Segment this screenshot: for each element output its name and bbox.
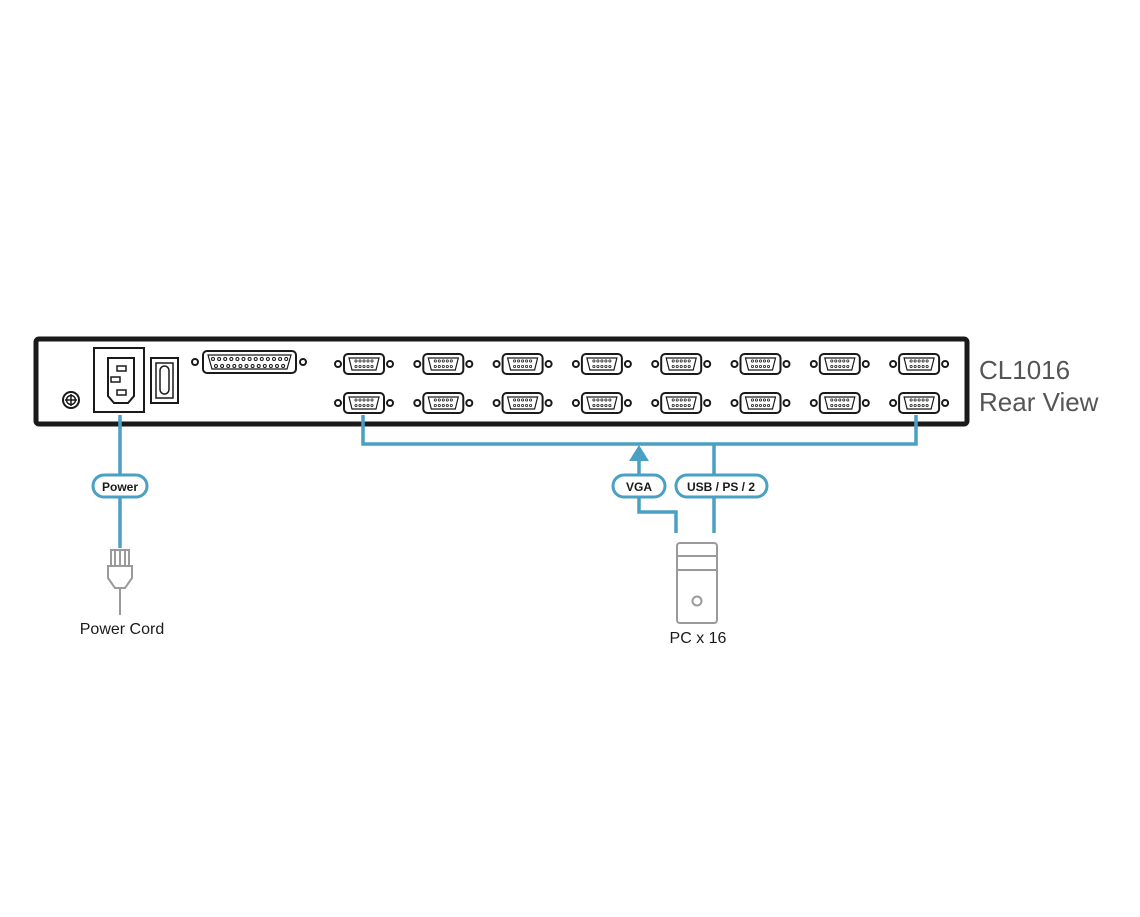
usb-ps2-tag: USB / PS / 2	[674, 473, 769, 499]
kvm-port	[889, 392, 950, 414]
power-tag: Power	[91, 473, 149, 499]
power-socket-icon	[93, 347, 145, 413]
cables	[118, 415, 918, 548]
vga-tag: VGA	[611, 473, 667, 499]
power-tag-label: Power	[102, 480, 138, 494]
kvm-port	[571, 353, 632, 375]
pc-tower-icon	[676, 542, 718, 624]
kvm-port	[492, 353, 553, 375]
view-title: Rear View	[979, 387, 1099, 417]
kvm-port	[889, 353, 950, 375]
kvm-port	[809, 392, 870, 414]
power-cord-label: Power Cord	[80, 621, 164, 638]
ground-screw-icon	[62, 391, 80, 409]
kvm-port	[492, 392, 553, 414]
arrow-up-icon	[629, 445, 649, 461]
kvm-port	[413, 353, 474, 375]
kvm-port	[730, 353, 791, 375]
bus-cable	[361, 415, 918, 446]
kvm-port	[334, 353, 394, 375]
kvm-port	[651, 392, 712, 414]
kvm-port	[809, 353, 870, 375]
power-plug-icon	[107, 549, 133, 615]
kvm-port	[334, 392, 394, 414]
vga-tag-label: VGA	[626, 480, 652, 494]
power-switch-icon[interactable]	[150, 357, 179, 404]
model-title: CL1016	[979, 355, 1070, 385]
kvm-port	[571, 392, 632, 414]
db25-console-port-icon	[191, 350, 307, 374]
usb-ps2-tag-label: USB / PS / 2	[687, 480, 755, 494]
kvm-port-grid	[334, 353, 950, 414]
kvm-port	[730, 392, 791, 414]
vga-cable-lower	[637, 497, 678, 533]
pc-label: PC x 16	[670, 630, 727, 647]
kvm-port	[651, 353, 712, 375]
kvm-port	[413, 392, 474, 414]
